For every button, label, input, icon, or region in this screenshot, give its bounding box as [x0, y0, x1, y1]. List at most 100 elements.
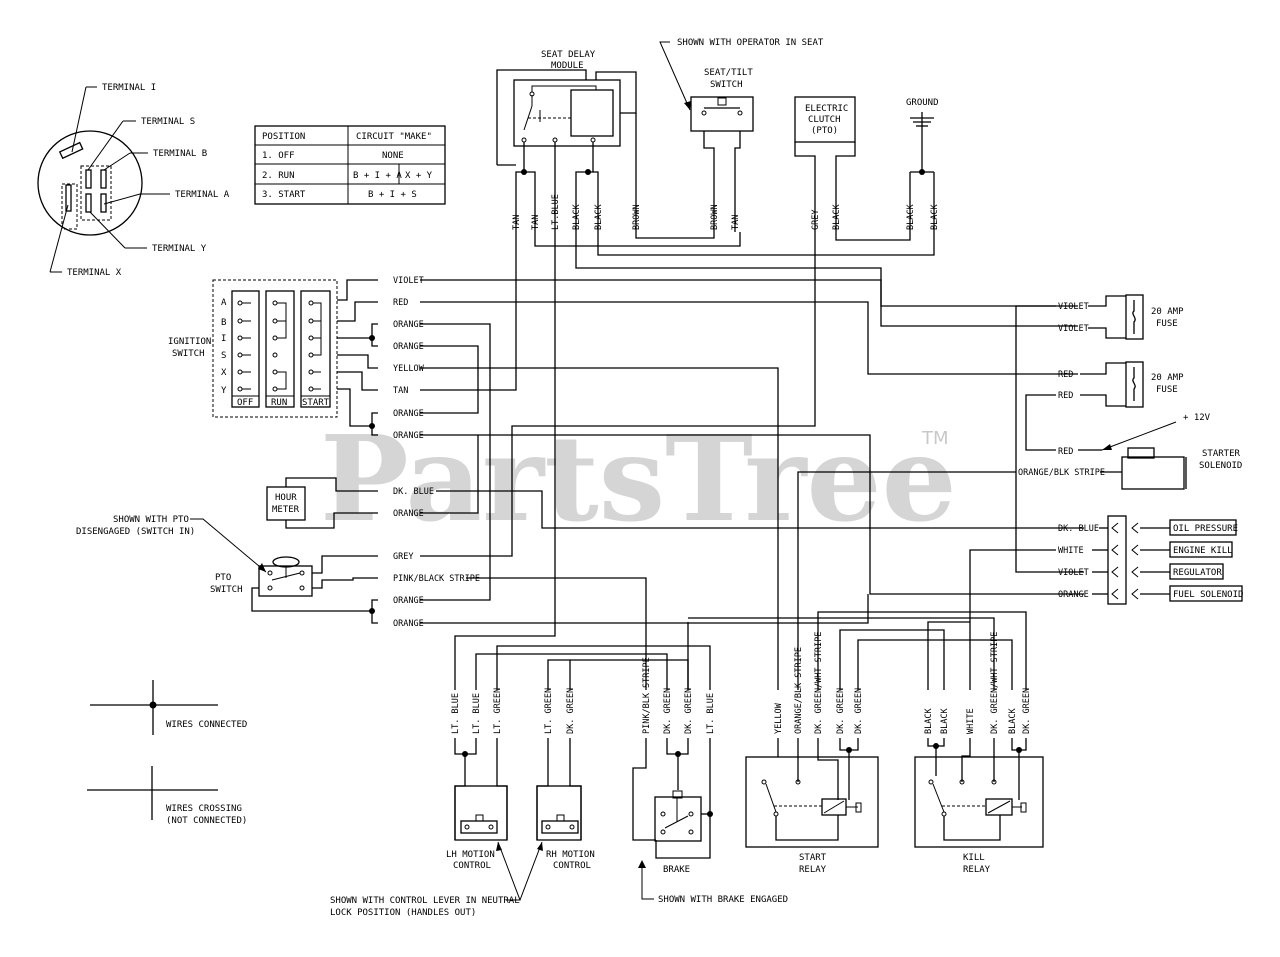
fuse-label: FUSE — [1156, 385, 1178, 395]
start-relay: START RELAY — [745, 738, 879, 875]
ignition-switch: IGNITION SWITCH A B I S X Y OFF RUN STAR… — [168, 276, 1084, 690]
starter-stripe-wire: ORANGE/BLK STRIPE — [1018, 468, 1105, 478]
ign-position: RUN — [271, 398, 287, 408]
wire-label: LT. GREEN — [544, 688, 554, 734]
pto-wire-label: PINK/BLACK STRIPE — [393, 574, 480, 584]
wire-label: DK. GREEN — [854, 688, 864, 734]
wire-label: LT. GREEN — [493, 688, 503, 734]
pto-note: SHOWN WITH PTO — [113, 515, 189, 525]
lh-motion-control: LH MOTION CONTROL — [446, 738, 508, 871]
watermark: PartsTree — [320, 409, 957, 548]
kill-relay: KILL RELAY — [914, 738, 1044, 875]
table-row-circuit: NONE — [382, 151, 404, 161]
bottom-wire-labels: LT. BLUE LT. BLUE LT. GREEN LT. GREEN DK… — [451, 632, 1032, 734]
ign-wire-label: ORANGE — [393, 409, 424, 419]
terminal-s-label: TERMINAL S — [141, 117, 195, 127]
ign-wire-label: VIOLET — [393, 276, 424, 286]
engine-label-oil: OIL PRESSURE — [1173, 524, 1238, 534]
table-row-circuit2: X + Y — [405, 171, 433, 181]
wire-label: BROWN — [710, 204, 720, 230]
ign-letter: X — [221, 368, 227, 378]
pto-title: PTO — [215, 573, 231, 583]
table-header-circuit: CIRCUIT "MAKE" — [356, 132, 432, 142]
fuse-label: 20 AMP — [1151, 373, 1184, 383]
rh-motion-label: RH MOTION — [546, 850, 595, 860]
pto-wire-label: GREY — [393, 552, 413, 562]
hour-wire-label: DK. BLUE — [393, 487, 434, 497]
seat-switch-title: SWITCH — [710, 80, 743, 90]
wire-label: DK. GREEN/WHT STRIPE — [990, 632, 1000, 734]
position-table: POSITION CIRCUIT "MAKE" 1. OFF NONE 2. R… — [254, 125, 446, 205]
fuse-wire-label: RED — [1058, 391, 1073, 401]
rh-motion-control: RH MOTION CONTROL — [536, 738, 595, 871]
engine-wire-label: WHITE — [1058, 546, 1084, 556]
seat-operator-note: SHOWN WITH OPERATOR IN SEAT — [677, 38, 824, 48]
wire-label: PINK/BLK STRIPE — [642, 657, 652, 734]
ground-symbol: GROUND — [906, 98, 939, 232]
clutch-label: CLUTCH — [808, 115, 841, 125]
pto-title: SWITCH — [210, 585, 243, 595]
wire-label: LT. BLUE — [706, 693, 716, 734]
pto-wire-label: ORANGE — [393, 596, 424, 606]
table-header-position: POSITION — [262, 132, 305, 142]
clutch-label: ELECTRIC — [805, 104, 848, 114]
wire-label: BLACK — [1008, 708, 1018, 734]
starter-title: STARTER — [1202, 449, 1241, 459]
lh-motion-label: CONTROL — [453, 861, 491, 871]
wire-label: LT.BLUE — [551, 194, 561, 230]
wire-label: BLACK — [924, 708, 934, 734]
brake-label: BRAKE — [663, 865, 690, 875]
ignition-switch-title: IGNITION — [168, 337, 211, 347]
seat-switch-title: SEAT/TILT — [704, 68, 753, 78]
ign-letter: S — [221, 351, 226, 361]
fuse-wire-label: VIOLET — [1058, 302, 1089, 312]
engine-wire-label: ORANGE — [1058, 590, 1089, 600]
electric-clutch: ELECTRIC CLUTCH (PTO) — [794, 96, 856, 232]
seat-module-title: SEAT DELAY — [541, 50, 596, 60]
seat-module-title: MODULE — [551, 61, 584, 71]
ign-position: START — [302, 398, 330, 408]
watermark-tm: TM — [921, 428, 949, 449]
wire-label: ORANGE/BLK STRIPE — [794, 647, 804, 734]
fuse-label: 20 AMP — [1151, 307, 1184, 317]
wire-label: TAN — [731, 215, 741, 230]
ign-wire-label: ORANGE — [393, 342, 424, 352]
wire-label: BLACK — [572, 204, 582, 230]
ign-wire-label: ORANGE — [393, 320, 424, 330]
engine-label-regulator: REGULATOR — [1173, 568, 1222, 578]
terminal-b-label: TERMINAL B — [153, 149, 207, 159]
seat-delay-module: SEAT DELAY MODULE — [496, 50, 637, 232]
wire-label: BROWN — [632, 204, 642, 230]
top-wire-labels: TAN TAN LT.BLUE BLACK BLACK BROWN BROWN … — [512, 194, 940, 230]
terminal-x-label: TERMINAL X — [67, 268, 122, 278]
ground-label: GROUND — [906, 98, 939, 108]
starter-solenoid: RED + 12V STARTER SOLENOID ORANGE/BLK ST… — [797, 413, 1242, 690]
fuse-label: FUSE — [1156, 319, 1178, 329]
ign-letter: A — [221, 298, 227, 308]
pto-wire-label: ORANGE — [393, 619, 424, 629]
engine-wire-label: VIOLET — [1058, 568, 1089, 578]
fuse-wire-label: VIOLET — [1058, 324, 1089, 334]
starter-12v-label: + 12V — [1183, 413, 1211, 423]
wire-label: WHITE — [966, 708, 976, 734]
wire-label: BLACK — [832, 204, 842, 230]
wire-label: DK. GREEN/WHT STRIPE — [814, 632, 824, 734]
wire-label: LT. BLUE — [451, 693, 461, 734]
starter-red-wire: RED — [1058, 447, 1073, 457]
wire-label: BLACK — [594, 204, 604, 230]
kill-relay-label: KILL — [963, 853, 985, 863]
wire-label: DK. GREEN — [1022, 688, 1032, 734]
wire-label: GREY — [811, 210, 821, 230]
ign-wire-label: TAN — [393, 386, 408, 396]
wire-label: TAN — [512, 215, 522, 230]
ign-position: OFF — [237, 398, 253, 408]
ign-wire-label: ORANGE — [393, 431, 424, 441]
wire-label: DK. GREEN — [836, 688, 846, 734]
brake-note: SHOWN WITH BRAKE ENGAGED — [658, 895, 788, 905]
wire-label: DK. GREEN — [663, 688, 673, 734]
table-row-circuit: B + I + A — [353, 171, 402, 181]
wire-label: BLACK — [930, 204, 940, 230]
engine-connector: DK. BLUE WHITE VIOLET ORANGE OIL PRESSUR… — [867, 515, 1243, 690]
seat-tilt-switch: SHOWN WITH OPERATOR IN SEAT SEAT/TILT SW… — [659, 38, 824, 232]
